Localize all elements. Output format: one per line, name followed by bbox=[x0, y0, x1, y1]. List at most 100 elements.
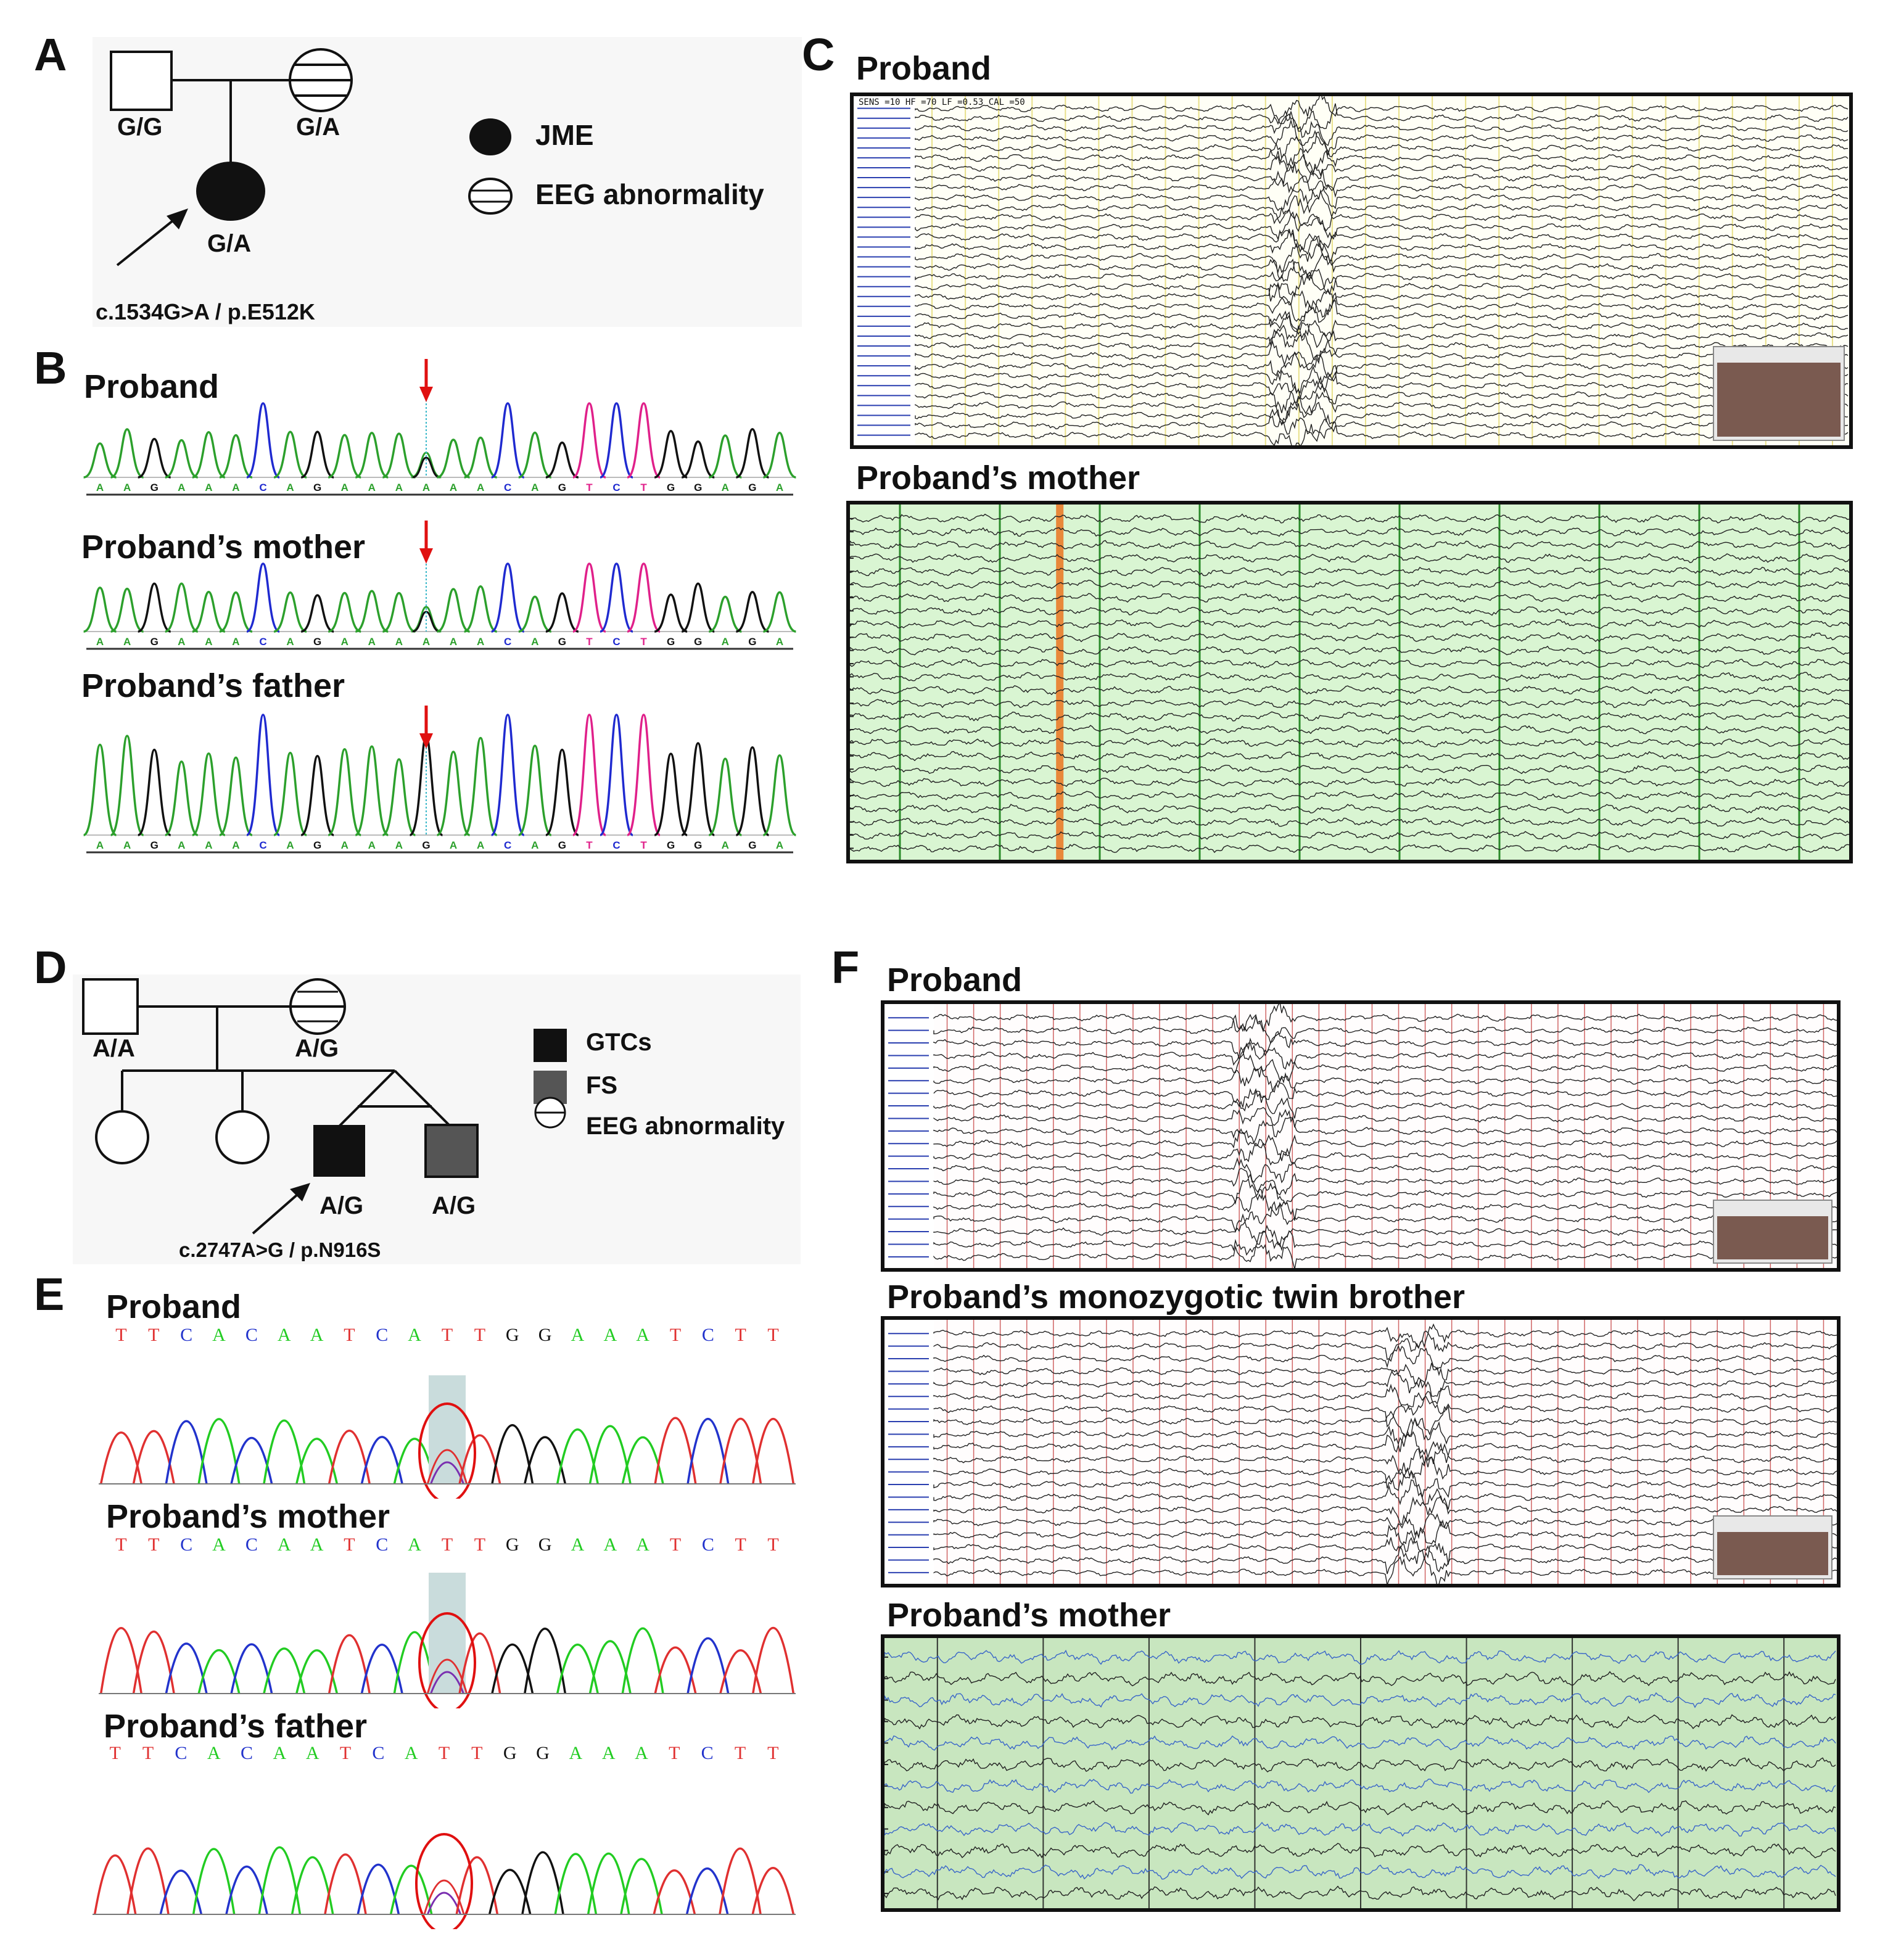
base-call: C bbox=[612, 839, 620, 851]
variant-circle bbox=[418, 1402, 476, 1499]
eeg-trace bbox=[884, 1778, 1836, 1794]
base-call: A bbox=[96, 482, 104, 493]
trace-peak bbox=[686, 1637, 730, 1694]
base-call: G bbox=[667, 636, 675, 648]
base-call: C bbox=[259, 839, 266, 851]
trace-peak bbox=[110, 428, 144, 479]
trace-peak bbox=[165, 1642, 208, 1694]
trace-peak bbox=[653, 1869, 696, 1915]
trace-peak bbox=[572, 714, 606, 836]
trace-peak bbox=[263, 1419, 306, 1484]
trace-peak bbox=[627, 562, 661, 633]
trace-peak bbox=[246, 562, 280, 633]
trace-peak bbox=[165, 582, 199, 633]
trace-peak bbox=[762, 754, 797, 836]
trace-peak bbox=[762, 591, 796, 633]
base-call: T bbox=[669, 1744, 680, 1763]
channel-label-column bbox=[854, 96, 915, 445]
eeg-trace bbox=[850, 725, 1849, 735]
eeg-trace bbox=[850, 659, 1849, 669]
base-call: C bbox=[612, 636, 620, 648]
base-call: G bbox=[694, 839, 702, 851]
base-call: G bbox=[506, 1536, 519, 1555]
base-call: T bbox=[148, 1536, 159, 1555]
eeg-trace bbox=[933, 1004, 1837, 1033]
base-call: T bbox=[767, 1326, 778, 1345]
base-call: G bbox=[748, 839, 756, 851]
base-call: G bbox=[422, 839, 430, 851]
base-call: A bbox=[232, 482, 239, 493]
base-call: C bbox=[376, 1326, 388, 1345]
base-call: C bbox=[701, 1744, 714, 1763]
base-call: C bbox=[180, 1326, 192, 1345]
trace-peak bbox=[132, 1630, 175, 1694]
base-call: T bbox=[735, 1536, 746, 1555]
trace-peak bbox=[99, 1431, 142, 1484]
eeg-trace bbox=[850, 711, 1849, 722]
trace-peak bbox=[752, 1417, 795, 1484]
eeg-trace bbox=[884, 1800, 1836, 1816]
trace-peak bbox=[490, 562, 525, 633]
eeg-trace bbox=[933, 1417, 1837, 1446]
eeg-trace bbox=[850, 593, 1849, 603]
trace-peak bbox=[681, 742, 715, 836]
eeg-trace bbox=[850, 566, 1849, 577]
eeg-trace bbox=[933, 1117, 1837, 1146]
trace-peak bbox=[192, 1848, 236, 1915]
eeg-trace bbox=[933, 1456, 1837, 1489]
trace-peak bbox=[300, 594, 334, 633]
eeg-trace bbox=[933, 1079, 1837, 1108]
eeg-trace bbox=[933, 1555, 1837, 1584]
base-call: C bbox=[245, 1326, 258, 1345]
base-call: G bbox=[667, 839, 675, 851]
trace-peak bbox=[752, 1626, 795, 1694]
base-call: A bbox=[569, 1744, 582, 1763]
eeg-trace bbox=[884, 1885, 1836, 1901]
eeg-trace bbox=[933, 1344, 1837, 1370]
trace-peak bbox=[762, 432, 797, 479]
trace-peak bbox=[545, 592, 579, 633]
eeg-trace bbox=[915, 258, 1849, 295]
base-call: A bbox=[273, 1744, 286, 1763]
base-call: A bbox=[531, 636, 538, 648]
eeg-trace bbox=[915, 331, 1849, 361]
base-call: A bbox=[603, 1536, 617, 1555]
trace-peak bbox=[165, 439, 199, 479]
base-call: T bbox=[115, 1326, 126, 1345]
mother-genotype: A/G bbox=[295, 1035, 339, 1062]
base-call: A bbox=[531, 482, 538, 493]
eeg-trace bbox=[915, 292, 1849, 322]
trace-peak bbox=[490, 714, 525, 836]
eeg-title: Proband bbox=[887, 961, 1023, 999]
eeg-trace bbox=[933, 1130, 1837, 1161]
base-call: T bbox=[110, 1744, 121, 1763]
eeg-trace bbox=[884, 1821, 1836, 1837]
trace-peak bbox=[412, 611, 440, 633]
trace-peak bbox=[458, 1633, 501, 1694]
eeg-trace bbox=[933, 1157, 1837, 1184]
eeg-trace bbox=[884, 1649, 1836, 1665]
base-call: T bbox=[767, 1744, 778, 1763]
base-call: C bbox=[612, 482, 620, 493]
eeg-trace bbox=[915, 103, 1849, 132]
eeg-trace bbox=[915, 282, 1849, 313]
base-call: A bbox=[776, 839, 783, 851]
track-title: Proband’s mother bbox=[106, 1498, 390, 1535]
eeg-trace bbox=[850, 579, 1849, 590]
trace-peak bbox=[165, 1420, 208, 1484]
eeg-trace bbox=[933, 1443, 1837, 1478]
eeg-trace bbox=[933, 1167, 1837, 1196]
eeg-trace bbox=[933, 1230, 1837, 1256]
pedigree-a bbox=[110, 48, 513, 266]
base-call: A bbox=[450, 839, 457, 851]
base-call: A bbox=[368, 482, 376, 493]
base-call: T bbox=[442, 1326, 453, 1345]
trace-peak bbox=[437, 439, 471, 479]
base-call: G bbox=[313, 482, 321, 493]
eeg-trace bbox=[915, 162, 1849, 190]
trace-peak bbox=[126, 1847, 170, 1915]
eeg-trace bbox=[933, 1431, 1837, 1463]
trace-peak bbox=[518, 595, 552, 633]
eeg-trace bbox=[915, 229, 1849, 252]
base-call: G bbox=[536, 1744, 550, 1763]
